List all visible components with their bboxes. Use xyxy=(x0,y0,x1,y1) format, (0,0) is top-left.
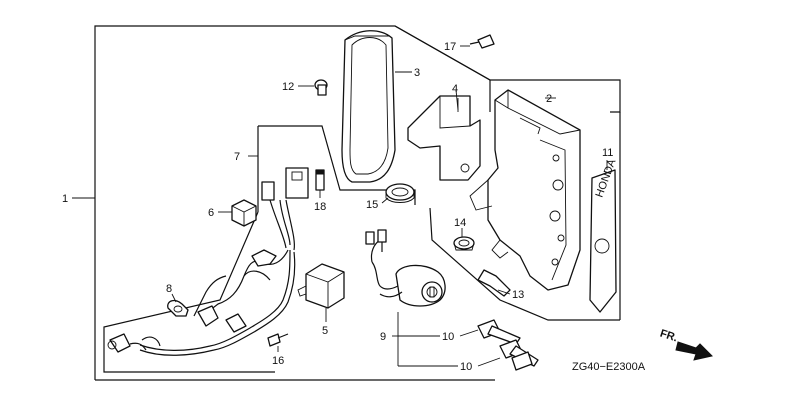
ignition-switch-part-9 xyxy=(365,229,458,367)
key-part-10-upper xyxy=(459,319,521,345)
screw-part-16 xyxy=(267,333,289,352)
front-direction-arrow xyxy=(675,341,713,361)
bracket-part-4 xyxy=(407,89,481,181)
drawing-code: ZG40−E2300A xyxy=(572,361,646,373)
clamp-part-8 xyxy=(167,293,189,317)
label-part-8: 8 xyxy=(166,283,172,295)
relay-part-5 xyxy=(297,263,345,322)
label-part-10-lower: 10 xyxy=(460,361,472,373)
label-part-13: 13 xyxy=(512,289,524,301)
label-part-11: 11 xyxy=(602,147,613,159)
label-part-16: 16 xyxy=(272,355,284,367)
label-part-7: 7 xyxy=(234,151,240,163)
clip-part-13 xyxy=(477,269,511,297)
label-part-3: 3 xyxy=(414,67,420,79)
cover-part-3 xyxy=(341,30,412,183)
assembly-frame xyxy=(72,25,621,381)
key-part-10-lower xyxy=(477,339,539,371)
part-labels: 1 2 3 4 5 6 7 8 9 10 10 11 12 13 14 15 1… xyxy=(62,41,679,373)
label-part-15: 15 xyxy=(366,199,378,211)
connector-part-6 xyxy=(218,199,257,227)
label-part-10-upper: 10 xyxy=(442,331,454,343)
label-part-18: 18 xyxy=(314,201,326,213)
label-part-2: 2 xyxy=(546,93,552,105)
label-part-4: 4 xyxy=(452,83,458,95)
grommet-part-15 xyxy=(381,183,415,204)
screw-part-17 xyxy=(460,34,495,49)
label-part-9: 9 xyxy=(380,331,386,343)
label-part-5: 5 xyxy=(322,325,328,337)
label-part-14: 14 xyxy=(454,217,466,229)
control-box-part-2 xyxy=(469,89,581,291)
label-part-17: 17 xyxy=(444,41,456,53)
label-part-1: 1 xyxy=(62,193,68,205)
bolt-part-12 xyxy=(298,79,328,96)
wire-harness-part-7 xyxy=(107,155,309,356)
label-part-12: 12 xyxy=(282,81,294,93)
direction-label: FR. xyxy=(658,328,679,345)
fuse-part-18 xyxy=(315,169,325,198)
panel-part-11: HONDA xyxy=(589,157,619,313)
clip-part-14 xyxy=(453,228,475,251)
label-part-6: 6 xyxy=(208,207,214,219)
